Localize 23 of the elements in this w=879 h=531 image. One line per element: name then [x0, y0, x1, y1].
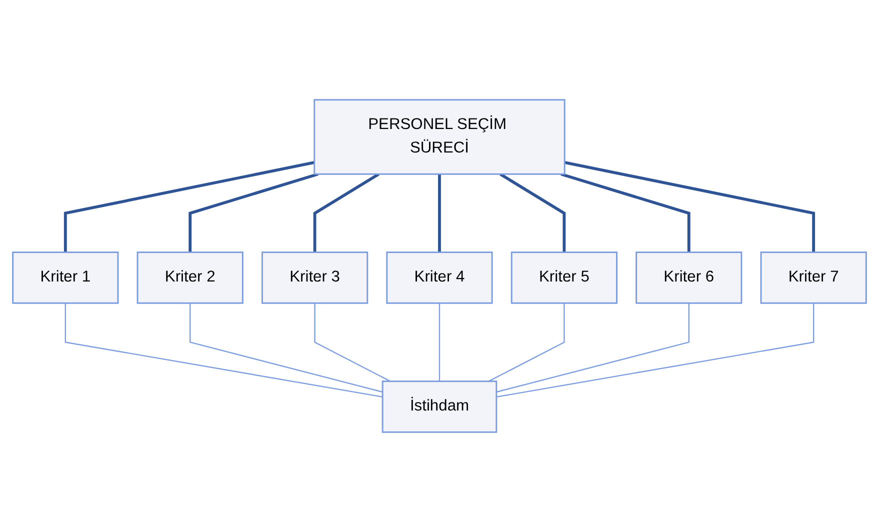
- connector: [560, 172, 690, 252]
- node-box: Kriter 5: [510, 251, 618, 304]
- connector: [438, 174, 441, 252]
- connector: [313, 172, 380, 252]
- connector: [488, 302, 565, 382]
- node-box: Kriter 4: [386, 251, 493, 304]
- node-box: İstihdam: [382, 380, 498, 432]
- node-box: Kriter 1: [12, 251, 119, 304]
- connector: [438, 302, 440, 381]
- connector: [64, 160, 315, 252]
- connector: [564, 160, 816, 252]
- connector: [499, 172, 566, 252]
- connector: [190, 302, 383, 392]
- node-box: Kriter 6: [636, 251, 742, 304]
- node-box: Kriter 7: [760, 251, 867, 304]
- node-box: Kriter 2: [136, 251, 244, 304]
- connector: [496, 302, 690, 392]
- connector: [188, 172, 318, 252]
- connector: [64, 302, 383, 397]
- connector: [496, 302, 814, 397]
- node-box: PERSONEL SEÇİM SÜRECİ: [314, 98, 566, 174]
- node-box: Kriter 3: [262, 251, 368, 304]
- connector: [314, 302, 391, 382]
